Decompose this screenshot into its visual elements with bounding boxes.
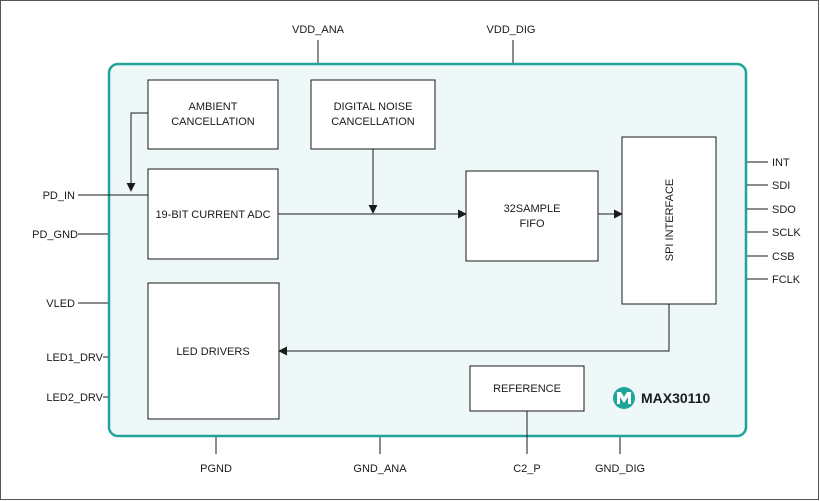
led-drivers-label: LED DRIVERS [176,346,249,358]
block-digital-noise-cancellation: DIGITAL NOISE CANCELLATION [310,79,436,150]
pin-pd-in: PD_IN [43,190,75,202]
pin-led2-drv: LED2_DRV [46,392,103,404]
pin-gnd-ana: GND_ANA [353,463,407,475]
block-current-adc: 19-BIT CURRENT ADC [147,168,279,260]
brand: MAX30110 [613,387,710,409]
ambient-line2: CANCELLATION [171,116,255,128]
maxim-logo-icon [613,387,635,409]
fifo-line1: 32SAMPLE [504,203,561,215]
wire-spi-to-led [278,304,670,356]
pin-fclk: FCLK [772,274,801,286]
pin-vdd-dig: VDD_DIG [487,24,536,36]
block-reference: REFERENCE [469,365,585,412]
pin-csb: CSB [772,251,795,263]
reference-label: REFERENCE [493,383,561,395]
pin-sclk: SCLK [772,227,801,239]
pin-pd-gnd: PD_GND [32,229,78,241]
block-led-drivers: LED DRIVERS [147,282,280,420]
block-spi-interface: SPI INTERFACE [621,136,717,305]
fifo-line2: FIFO [519,218,544,230]
pin-led1-drv: LED1_DRV [46,352,103,364]
block-ambient-cancellation: AMBIENT CANCELLATION [147,79,279,150]
pin-sdi: SDI [772,180,790,192]
pin-vdd-ana: VDD_ANA [292,24,345,36]
part-number: MAX30110 [641,390,710,406]
pin-pgnd: PGND [200,463,232,475]
pin-sdo: SDO [772,204,796,216]
adc-label: 19-BIT CURRENT ADC [155,209,270,221]
pin-gnd-dig: GND_DIG [595,463,645,475]
ambient-line1: AMBIENT [189,101,238,113]
pin-labels: VDD_ANA VDD_DIG PD_IN PD_GND VLED LED1_D… [32,24,801,475]
digital-noise-line2: CANCELLATION [331,116,415,128]
spi-label: SPI INTERFACE [664,179,676,262]
wire-ambient-feedback [126,112,148,192]
block-fifo: 32SAMPLE FIFO [465,170,599,262]
pin-c2-p: C2_P [513,463,541,475]
internal-wires [78,112,670,454]
pin-int: INT [772,157,790,169]
pin-vled: VLED [46,298,75,310]
digital-noise-line1: DIGITAL NOISE [334,101,413,113]
